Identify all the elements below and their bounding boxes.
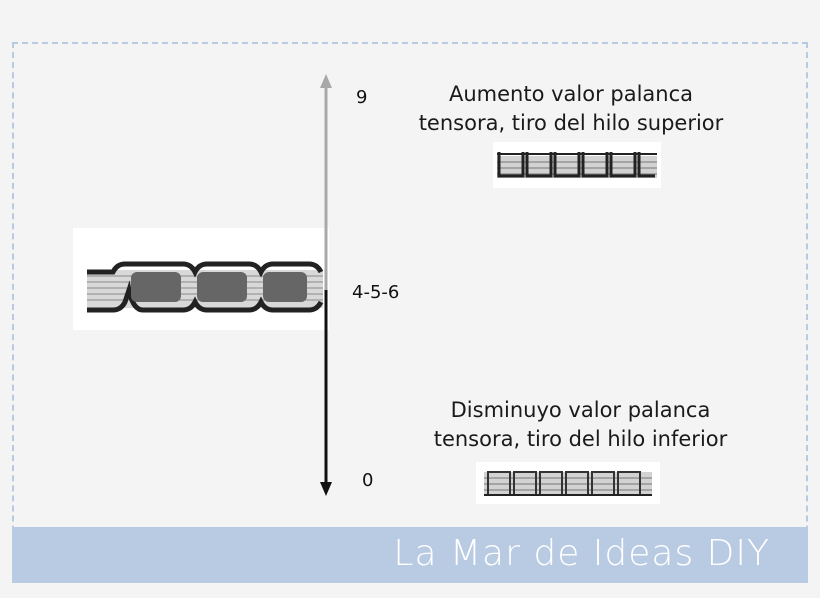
increase-caption: Aumento valor palanca tensora, tiro del … (396, 80, 746, 138)
increase-caption-line2: tensora, tiro del hilo superior (418, 111, 724, 135)
decrease-caption-line2: tensora, tiro del hilo inferior (433, 427, 728, 451)
decrease-caption-line1: Disminuyo valor palanca (450, 398, 711, 422)
scale-label-bottom: 0 (362, 470, 374, 491)
footer-band: La Mar de Ideas DIY (12, 527, 808, 583)
decrease-arrow-head (320, 482, 332, 496)
watermark-text: La Mar de Ideas DIY (393, 533, 770, 574)
increase-caption-line1: Aumento valor palanca (448, 82, 694, 106)
upper-thread-stitch-image (493, 142, 661, 188)
balanced-stitch-image (73, 228, 329, 330)
lower-thread-stitch-image (476, 462, 660, 504)
increase-arrow-head (320, 74, 332, 88)
decrease-caption: Disminuyo valor palanca tensora, tiro de… (408, 396, 753, 454)
scale-label-top: 9 (356, 87, 368, 108)
scale-label-middle: 4-5-6 (352, 282, 400, 303)
